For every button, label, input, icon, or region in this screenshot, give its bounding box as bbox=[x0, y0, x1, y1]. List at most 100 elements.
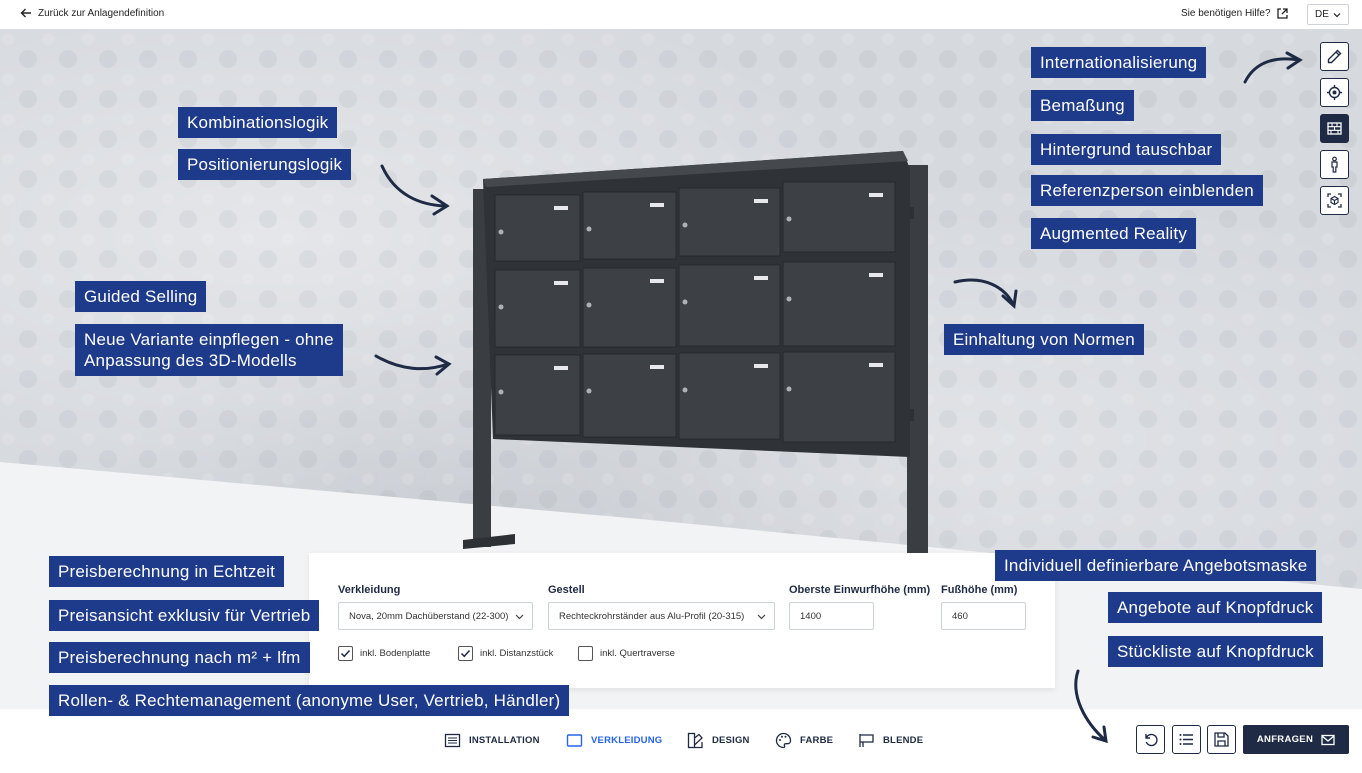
tab-farbe[interactable]: FARBE bbox=[775, 732, 833, 749]
panel-icon bbox=[566, 734, 583, 747]
save-icon bbox=[1214, 732, 1229, 747]
mailbox-door bbox=[494, 194, 581, 262]
help-link[interactable]: Sie benötigen Hilfe? bbox=[1181, 8, 1288, 19]
label-augmented-reality: Augmented Reality bbox=[1031, 218, 1197, 249]
label-preisansicht: Preisansicht exklusiv für Vertrieb bbox=[49, 600, 320, 631]
lock bbox=[586, 226, 592, 232]
help-link-label: Sie benötigen Hilfe? bbox=[1181, 8, 1271, 19]
chevron-down-icon bbox=[1333, 12, 1341, 17]
lock bbox=[498, 304, 504, 310]
gestell-value: Rechteckrohrständer aus Alu-Profil (20-3… bbox=[559, 610, 745, 622]
blende-icon bbox=[859, 734, 874, 747]
ar-button[interactable] bbox=[1320, 186, 1349, 215]
checkmark-icon bbox=[340, 649, 351, 658]
label-neue-variante-line2: Anpassung des 3D-Modells bbox=[84, 351, 297, 370]
save-button[interactable] bbox=[1207, 725, 1236, 754]
lock bbox=[682, 222, 688, 228]
name-tag bbox=[554, 366, 568, 370]
label-angebotsmaske: Individuell definierbare Angebotsmaske bbox=[995, 550, 1317, 581]
back-link[interactable]: Zurück zur Anlagendefinition bbox=[20, 7, 164, 19]
dimension-button[interactable] bbox=[1320, 42, 1349, 71]
name-tag bbox=[650, 203, 664, 207]
mailbox-door bbox=[582, 191, 677, 260]
design-icon bbox=[687, 732, 703, 749]
chevron-down-icon bbox=[757, 614, 766, 620]
name-tag bbox=[869, 363, 883, 367]
gestell-label: Gestell bbox=[548, 584, 585, 596]
label-internationalisierung: Internationalisierung bbox=[1031, 47, 1207, 78]
label-stueckliste: Stückliste auf Knopfdruck bbox=[1108, 636, 1323, 667]
checkbox-box[interactable] bbox=[458, 646, 473, 661]
label-preis-echtzeit: Preisberechnung in Echtzeit bbox=[49, 556, 285, 587]
language-select[interactable]: DE bbox=[1307, 4, 1349, 25]
tab-design[interactable]: DESIGN bbox=[687, 732, 750, 749]
checkbox-box[interactable] bbox=[578, 646, 593, 661]
einwurf-value: 1400 bbox=[800, 610, 822, 622]
back-link-label: Zurück zur Anlagendefinition bbox=[38, 7, 165, 19]
bullet-list-icon bbox=[1179, 734, 1193, 745]
distanz-checkbox[interactable]: inkl. Distanzstück bbox=[458, 646, 553, 661]
label-neue-variante-line1: Neue Variante einpflegen - ohne bbox=[84, 330, 334, 349]
label-preis-m2: Preisberechnung nach m² + lfm bbox=[49, 642, 310, 673]
fuss-label: Fußhöhe (mm) bbox=[941, 584, 1018, 596]
position-button[interactable] bbox=[1320, 78, 1349, 107]
quertraverse-checkbox[interactable]: inkl. Quertraverse bbox=[578, 646, 675, 661]
viewer-toolbar bbox=[1320, 42, 1349, 215]
tab-blende-label: BLENDE bbox=[883, 735, 924, 746]
tab-farbe-label: FARBE bbox=[800, 735, 834, 746]
gestell-select[interactable]: Rechteckrohrständer aus Alu-Profil (20-3… bbox=[548, 602, 775, 630]
external-link-icon bbox=[1276, 8, 1288, 19]
lock bbox=[786, 386, 792, 392]
bodenplatte-checkbox[interactable]: inkl. Bodenplatte bbox=[338, 646, 430, 661]
tab-verkleidung[interactable]: VERKLEIDUNG bbox=[566, 732, 662, 749]
einwurf-label: Oberste Einwurfhöhe (mm) bbox=[789, 584, 931, 596]
tab-design-label: DESIGN bbox=[712, 735, 750, 746]
label-guided-selling: Guided Selling bbox=[75, 281, 207, 312]
name-tag bbox=[650, 279, 664, 283]
label-referenzperson: Referenzperson einblenden bbox=[1031, 175, 1263, 206]
lock bbox=[682, 387, 688, 393]
bodenplatte-label: inkl. Bodenplatte bbox=[360, 648, 431, 659]
verkleidung-select[interactable]: Nova, 20mm Dachüberstand (22-300) bbox=[338, 602, 533, 630]
config-panel: Verkleidung Nova, 20mm Dachüberstand (22… bbox=[309, 553, 1055, 688]
label-positionierungslogik: Positionierungslogik bbox=[178, 149, 352, 180]
label-angebote-knopf: Angebote auf Knopfdruck bbox=[1108, 592, 1323, 623]
lock bbox=[786, 216, 792, 222]
reference-person-button[interactable] bbox=[1320, 150, 1349, 179]
background-button[interactable] bbox=[1320, 114, 1349, 143]
tab-installation[interactable]: INSTALLATION bbox=[444, 732, 540, 749]
label-rollen: Rollen- & Rechtemanagement (anonyme User… bbox=[49, 685, 570, 716]
list-icon bbox=[444, 733, 461, 748]
name-tag bbox=[754, 199, 768, 203]
name-tag bbox=[869, 193, 883, 197]
target-icon bbox=[1327, 85, 1342, 100]
label-kombinationslogik: Kombinationslogik bbox=[178, 107, 338, 138]
einwurf-input[interactable]: 1400 bbox=[789, 602, 874, 630]
person-icon bbox=[1331, 156, 1338, 173]
label-neue-variante: Neue Variante einpflegen - ohne Anpassun… bbox=[75, 324, 343, 376]
name-tag bbox=[754, 276, 768, 280]
chevron-down-icon bbox=[515, 614, 524, 620]
parts-list-button[interactable] bbox=[1172, 725, 1201, 754]
fuss-input[interactable]: 460 bbox=[941, 602, 1026, 630]
lock bbox=[586, 302, 592, 308]
mailbox-door bbox=[678, 187, 781, 257]
name-tag bbox=[754, 364, 768, 368]
label-hintergrund: Hintergrund tauschbar bbox=[1031, 134, 1222, 165]
lock bbox=[682, 299, 688, 305]
checkbox-box[interactable] bbox=[338, 646, 353, 661]
mailbox-door bbox=[782, 181, 896, 253]
request-button[interactable]: ANFRAGEN bbox=[1243, 725, 1349, 754]
verkleidung-label: Verkleidung bbox=[338, 584, 401, 596]
arrow-left-icon bbox=[20, 8, 31, 18]
name-tag bbox=[554, 281, 568, 285]
tab-installation-label: INSTALLATION bbox=[469, 735, 540, 746]
lock bbox=[586, 388, 592, 394]
reset-button[interactable] bbox=[1136, 725, 1165, 754]
name-tag bbox=[650, 365, 664, 369]
language-value: DE bbox=[1315, 9, 1329, 20]
undo-icon bbox=[1145, 733, 1158, 747]
ruler-icon bbox=[1327, 49, 1342, 64]
mailbox-grid bbox=[494, 181, 896, 443]
tab-blende[interactable]: BLENDE bbox=[858, 732, 923, 749]
